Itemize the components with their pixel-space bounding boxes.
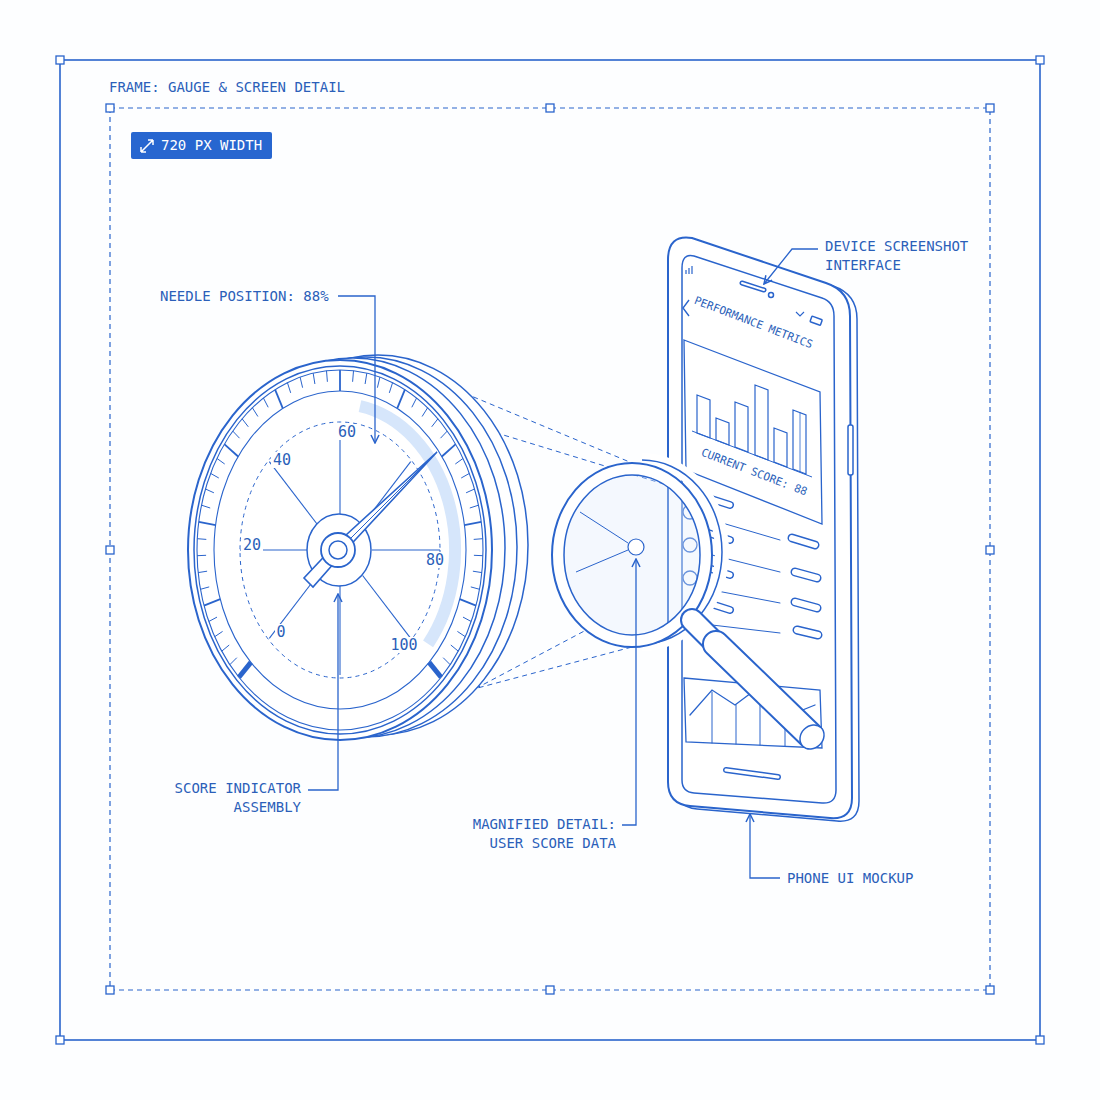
resize-icon-arrow	[141, 140, 153, 152]
gauge-tick	[471, 587, 480, 589]
gauge-needle	[304, 452, 437, 587]
gauge-spoke	[363, 576, 411, 639]
gauge-tick	[441, 431, 448, 438]
gauge-spoke	[372, 549, 440, 550]
callout-label: PHONE UI MOCKUP	[787, 869, 913, 888]
callout-label: DEVICE SCREENSHOT INTERFACE	[825, 237, 977, 275]
gauge-tick	[470, 505, 479, 508]
gauge-tick	[202, 505, 211, 508]
gauge-tick	[474, 538, 483, 540]
gauge-tick	[230, 658, 237, 665]
gauge-tick	[442, 444, 456, 456]
gauge-tick	[389, 383, 392, 393]
gauge-tick	[432, 419, 438, 427]
scale-number: 40	[271, 452, 293, 468]
magnifier	[552, 460, 829, 754]
gauge-tick	[443, 658, 450, 665]
gauge-tick	[200, 587, 209, 589]
gauge-tick	[215, 631, 223, 636]
gauge-tick	[209, 617, 217, 621]
gauge-tick	[461, 473, 469, 478]
leader-lines	[308, 249, 818, 878]
gauge-tick	[199, 522, 216, 525]
gauge-spoke	[339, 586, 340, 675]
screen-heading: PERFORMANCE METRICS	[692, 294, 814, 351]
scale-number: 0	[275, 624, 288, 640]
gauge-tick	[397, 390, 405, 409]
gauge-tick	[352, 371, 354, 382]
gauge-tick	[377, 377, 380, 388]
gauge-tick	[457, 631, 465, 636]
gauge-hub	[304, 452, 437, 587]
gauge-tick	[197, 555, 206, 556]
gauge-tick	[239, 662, 251, 677]
gauge-tick	[300, 377, 303, 388]
callout-label: NEEDLE POSITION: 88%	[160, 287, 329, 306]
callout-label: MAGNIFIED DETAIL: USER SCORE DATA	[464, 815, 616, 853]
gauge-spoke	[269, 462, 317, 525]
scale-number: 20	[241, 537, 263, 553]
gauge-tick	[242, 419, 248, 427]
width-badge: 720 PX WIDTH	[131, 132, 272, 159]
gauge-tick	[412, 398, 417, 407]
gauge-tick	[198, 571, 207, 572]
resize-icon	[139, 138, 155, 154]
gauge-tick	[204, 599, 220, 606]
gauge-tick	[326, 371, 328, 382]
gauge-tick	[233, 431, 240, 438]
gauge-tick	[451, 645, 459, 651]
gauge-tick	[474, 555, 483, 556]
gauge-tick	[252, 408, 258, 417]
gauge-tick	[263, 398, 268, 407]
gauge-tick	[217, 458, 225, 464]
gauge-tick	[224, 444, 238, 456]
gauge-body	[188, 355, 528, 740]
gauge-tick	[287, 383, 290, 393]
outer-frame	[60, 60, 1040, 1040]
gauge-spokes	[240, 425, 440, 675]
gauge-ticks	[197, 370, 483, 677]
scale-number: 60	[336, 424, 358, 440]
gauge-tick	[466, 489, 474, 493]
screen-score: CURRENT SCORE: 88	[699, 446, 809, 498]
badge-text: 720 PX WIDTH	[161, 136, 262, 155]
gauge-tick	[464, 522, 481, 525]
gauge-tick	[473, 571, 482, 572]
gauge-tick	[455, 458, 463, 464]
gauge-tick	[197, 538, 206, 540]
gauge-tick	[422, 408, 428, 417]
frame-handles	[56, 56, 1044, 1044]
gauge-tick	[429, 662, 441, 677]
frame-title: FRAME: GAUGE & SCREEN DETAIL	[109, 78, 345, 97]
gauge-tick	[313, 373, 315, 384]
gauge-tick	[275, 390, 283, 409]
scale-number: 100	[389, 637, 420, 653]
scale-number: 80	[424, 552, 446, 568]
gauge-tick	[460, 599, 476, 606]
gauge-tick	[222, 645, 230, 651]
gauge-tick	[365, 373, 367, 384]
callout-label: SCORE INDICATOR ASSEMBLY	[165, 779, 301, 817]
gauge-tick	[339, 370, 341, 391]
gauge-tick	[206, 489, 214, 493]
gauge-tick	[211, 473, 219, 478]
inner-frame	[110, 108, 990, 990]
gauge-tick	[463, 617, 471, 621]
